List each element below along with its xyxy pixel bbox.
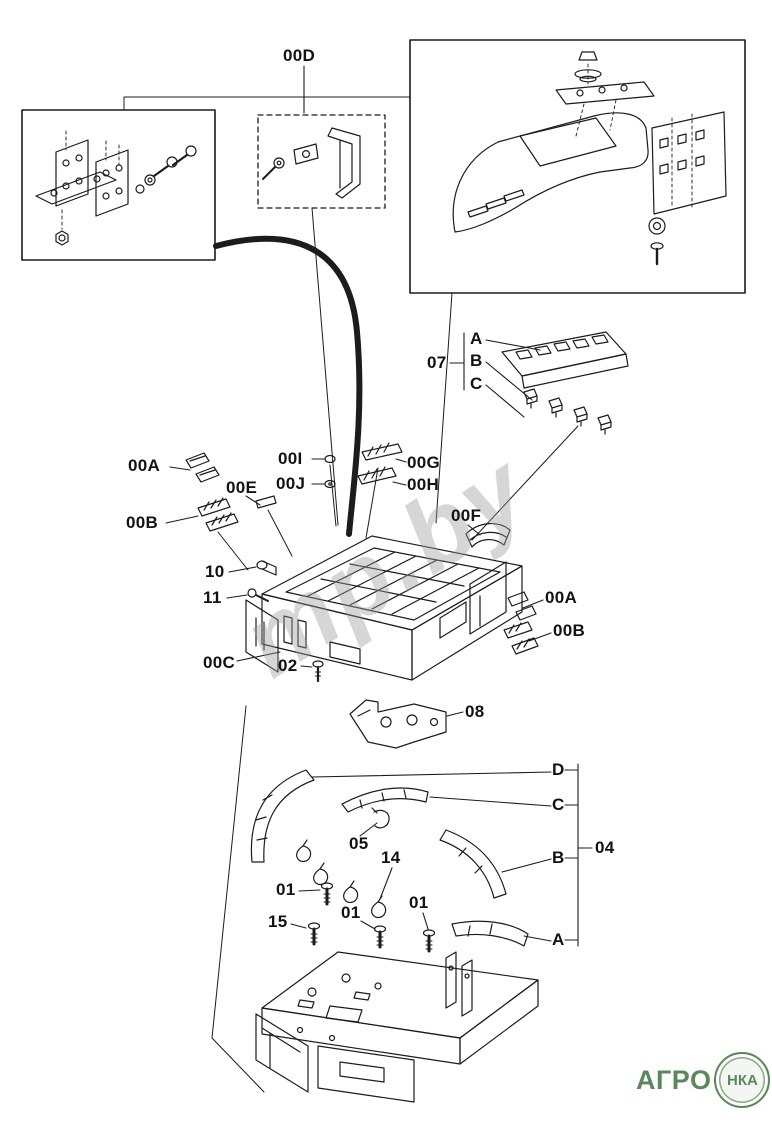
callout-01-2: 01 [341,903,361,922]
callout-switch-b: B [470,351,483,370]
callout-trim-a: A [552,930,565,949]
callout-00i: 00I [278,449,303,468]
console-small-parts [185,442,539,683]
callout-00b-left: 00B [126,513,159,532]
callout-leader-lines [165,65,593,947]
callout-trim-d: D [552,760,565,779]
callout-trim-b: B [552,848,565,867]
callout-switch-c: C [470,374,483,393]
callout-00a-left: 00A [128,456,161,475]
callout-07: 07 [427,353,447,372]
callout-14: 14 [381,848,401,867]
floor-frame-assembly [250,769,539,1103]
callout-00g: 00G [407,453,441,472]
callout-00c: 00C [203,653,236,672]
callout-04: 04 [595,838,615,857]
callout-10: 10 [205,562,225,581]
callout-switch-a: A [470,329,483,348]
callout-00e: 00E [226,478,258,497]
callout-15: 15 [268,912,288,931]
callout-00d: 00D [283,46,316,65]
callout-00h: 00H [407,475,440,494]
inset-console-cover [409,39,746,294]
brand-name: АГРО [636,1064,712,1095]
callout-00f: 00F [451,506,482,525]
switch-panel-assembly [501,331,629,435]
brand-logo: АГРО НКА [636,1052,771,1108]
callout-00b-right: 00B [553,621,586,640]
callout-11: 11 [203,588,222,607]
assembly-lines [123,96,579,1093]
brand-badge-text: НКА [727,1071,758,1089]
wire-harness [213,235,363,537]
callout-trim-c: C [552,795,565,814]
callout-00j: 00J [276,474,306,493]
callout-01-1: 01 [276,880,296,899]
callout-00a-right: 00A [545,588,578,607]
callout-08: 08 [465,702,485,721]
inset-mounting-plates [21,109,216,261]
brand-badge: НКА [714,1052,771,1108]
callout-05: 05 [349,834,369,853]
console-body [245,535,523,681]
bracket-08 [349,699,447,749]
inset-00d-bracket [257,114,386,209]
callout-01-3: 01 [409,893,429,912]
callout-02: 02 [278,656,298,675]
